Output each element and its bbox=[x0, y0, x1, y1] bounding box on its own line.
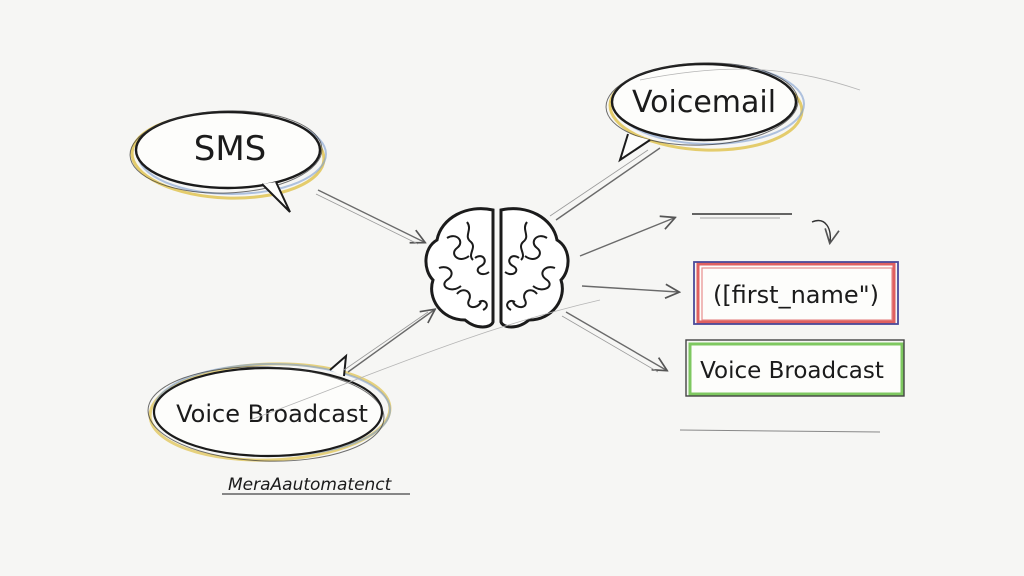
first-name-label: ([first_name") bbox=[713, 281, 879, 309]
arrow-brain-to-broadcast bbox=[565, 311, 666, 370]
caption-text: MeraAautomatenct bbox=[228, 475, 393, 495]
arrow-brain-to-first-name bbox=[581, 286, 678, 292]
brain-icon bbox=[424, 207, 570, 329]
top-right-stroke bbox=[692, 213, 830, 242]
sms-bubble: SMS bbox=[129, 110, 327, 213]
first-name-box: ([first_name") bbox=[693, 261, 899, 325]
voice-broadcast-left-bubble: Voice Broadcast bbox=[147, 353, 392, 462]
caption-group: MeraAautomatenct bbox=[222, 475, 410, 495]
sketch-strokes bbox=[249, 68, 861, 421]
voicemail-label: Voicemail bbox=[632, 85, 776, 120]
voice-broadcast-right-label: Voice Broadcast bbox=[700, 358, 884, 384]
connector-arrows bbox=[315, 147, 678, 373]
arrow-brain-to-top bbox=[579, 218, 674, 257]
voice-broadcast-left-label: Voice Broadcast bbox=[176, 400, 368, 428]
sms-label: SMS bbox=[194, 129, 267, 169]
arrow-broadcast-to-brain bbox=[347, 310, 434, 373]
voicemail-bubble: Voicemail bbox=[605, 62, 805, 163]
voice-broadcast-right-box: Voice Broadcast bbox=[679, 339, 905, 433]
arrow-sms-to-brain bbox=[317, 189, 424, 242]
arrow-brain-to-voicemail bbox=[555, 147, 661, 221]
